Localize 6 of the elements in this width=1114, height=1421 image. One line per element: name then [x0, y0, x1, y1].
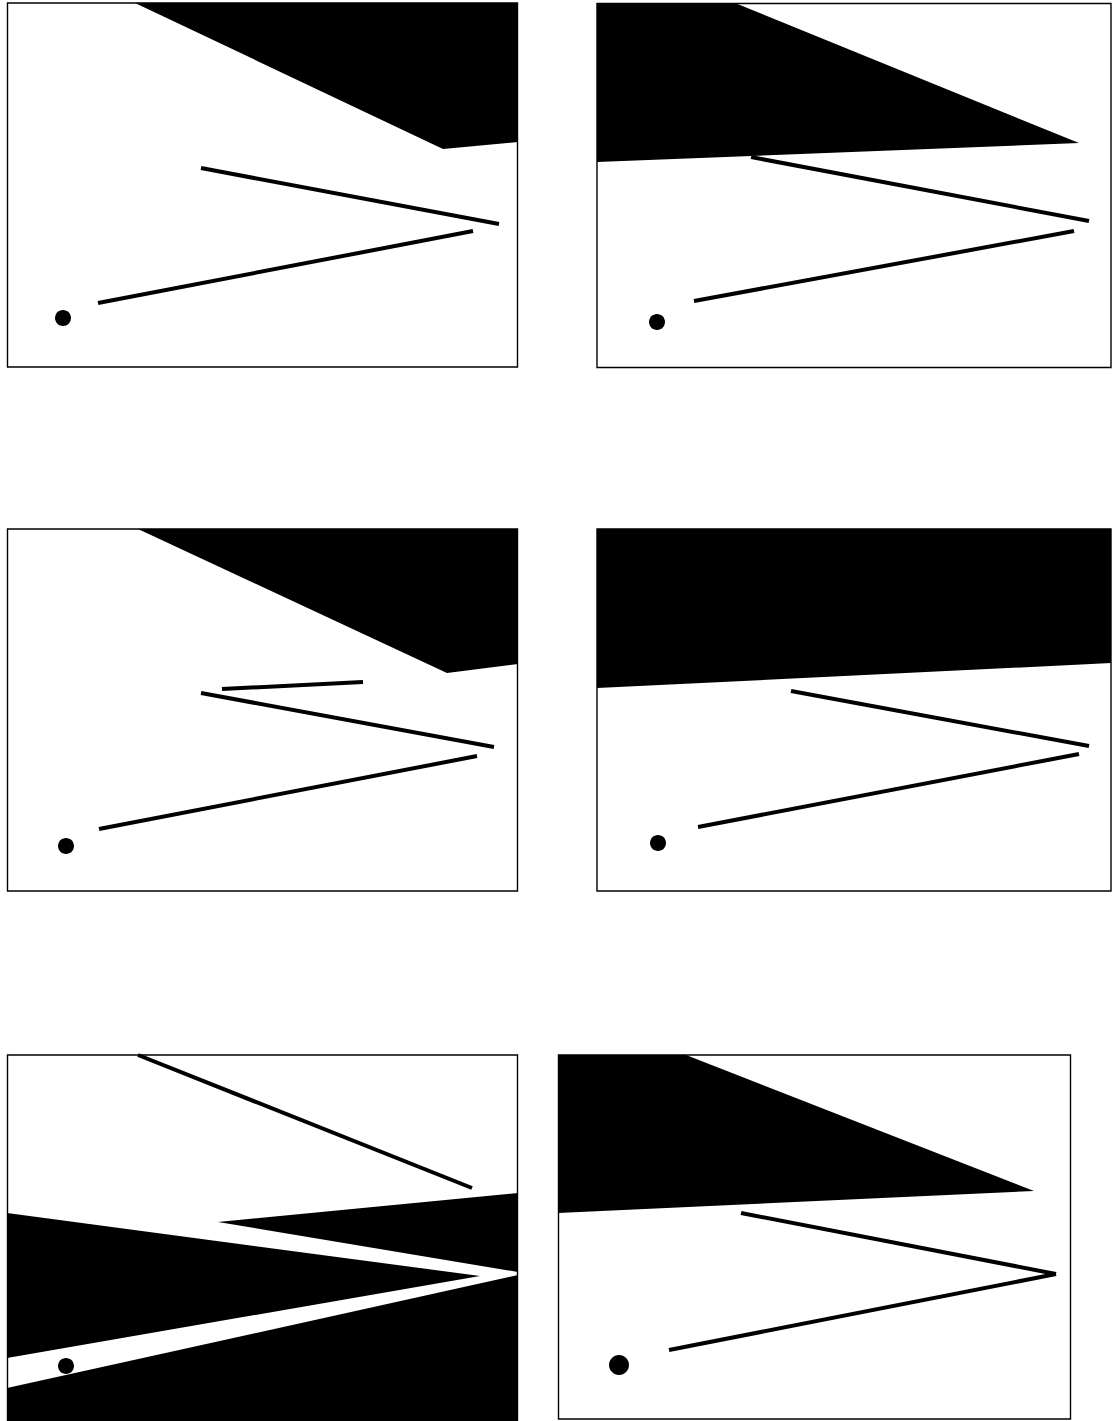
- panel-drawing: [557, 1054, 1072, 1420]
- panel-drawing: [596, 528, 1112, 892]
- panel-drawing: [6, 1053, 519, 1421]
- panel-drawing: [596, 2, 1112, 369]
- panel-drawing: [6, 528, 519, 892]
- panel-drawing: [6, 2, 519, 368]
